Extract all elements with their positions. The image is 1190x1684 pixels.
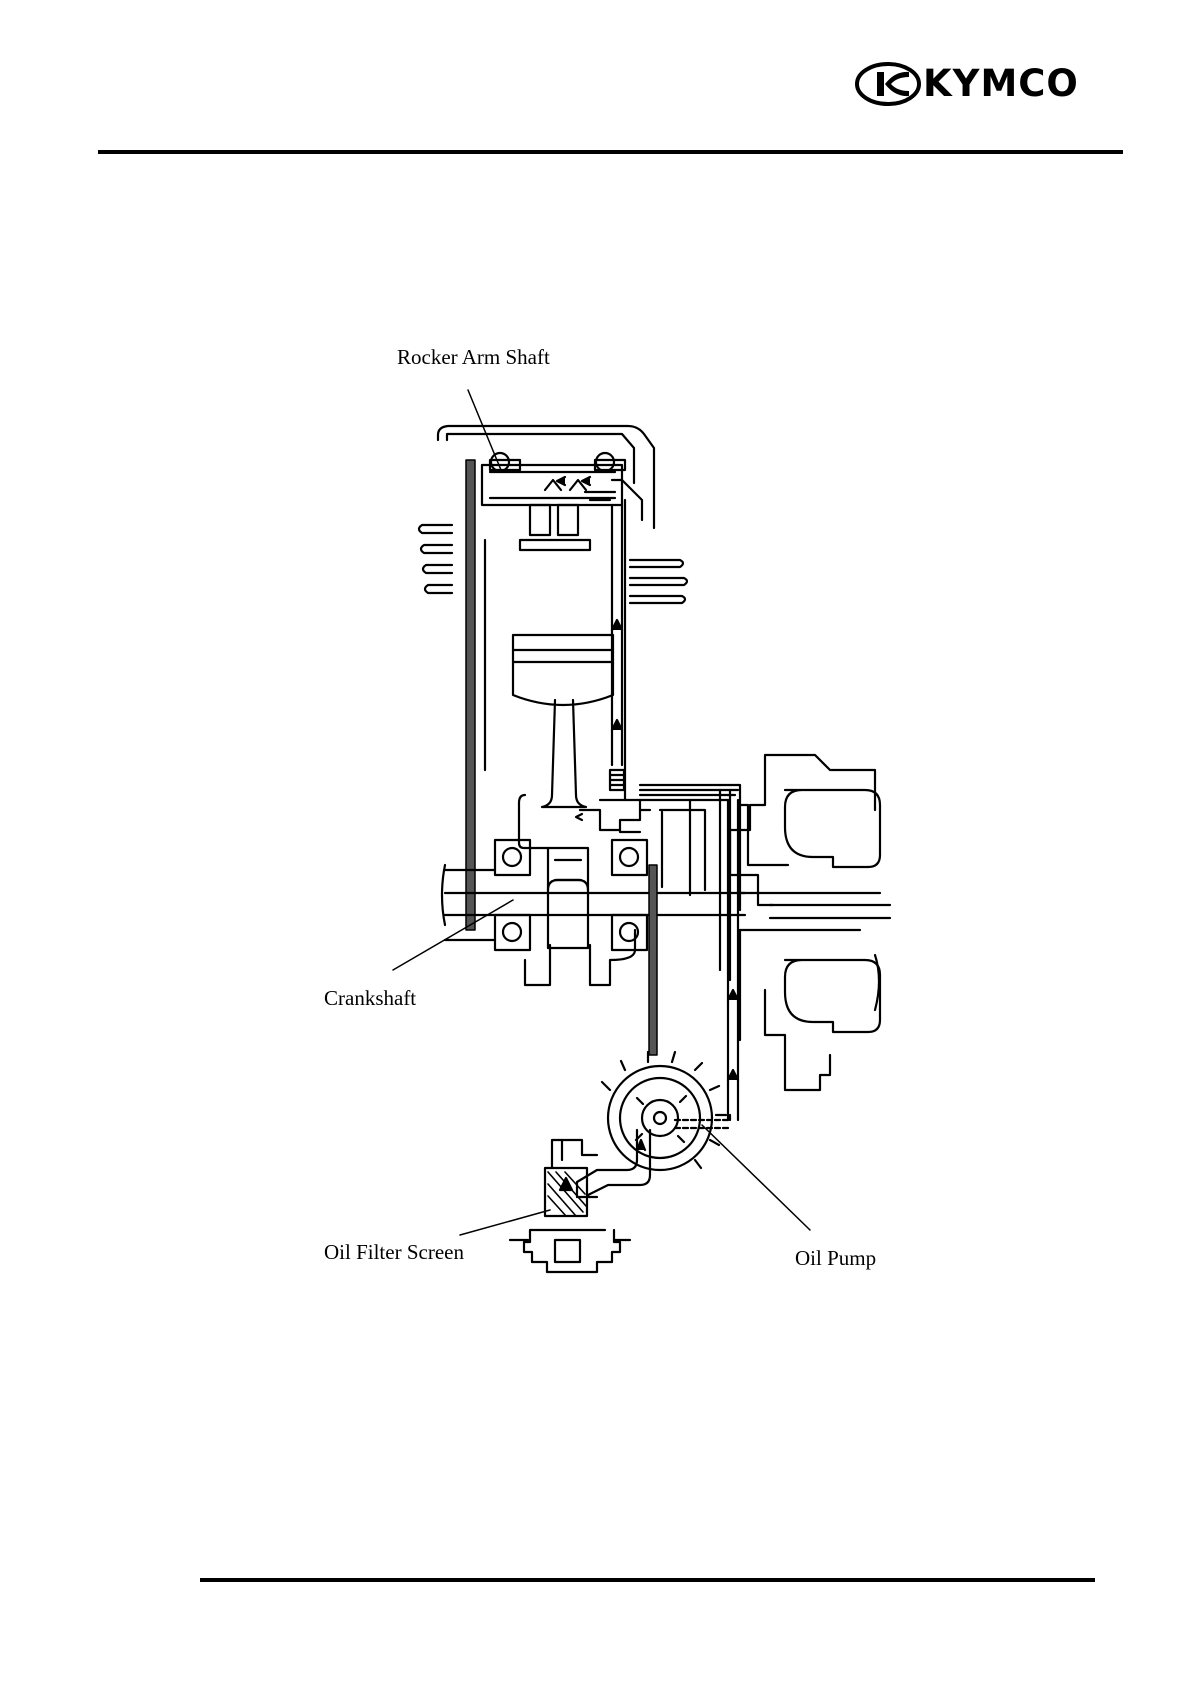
bearing-left-lower: [495, 915, 530, 950]
piston: [513, 635, 613, 705]
cooling-fins-right: [630, 560, 687, 603]
leader-rocker-arm-shaft: [468, 390, 501, 470]
crankcase: [519, 795, 640, 985]
pump-drive-chain: [649, 865, 657, 1055]
bearing-right-upper: [612, 840, 647, 875]
label-oil-pump: Oil Pump: [795, 1246, 876, 1270]
footer-rule: [200, 1578, 1095, 1582]
crankshaft-axis: [445, 870, 745, 940]
oil-filter-screen: [510, 1140, 630, 1272]
cam-chain: [466, 460, 475, 930]
cooling-fins-left: [419, 525, 452, 593]
connecting-rod: [542, 700, 586, 807]
label-oil-filter-screen: Oil Filter Screen: [324, 1240, 464, 1264]
oil-pump-gear: [602, 1052, 726, 1170]
leader-oil-pump: [702, 1125, 810, 1230]
drive-housing: [730, 755, 875, 905]
label-crankshaft: Crankshaft: [324, 986, 416, 1010]
bearing-left-upper: [495, 840, 530, 875]
label-rocker-arm-shaft: Rocker Arm Shaft: [397, 345, 550, 369]
bearing-right-lower: [612, 915, 647, 950]
leader-oil-filter-screen: [460, 1210, 550, 1235]
